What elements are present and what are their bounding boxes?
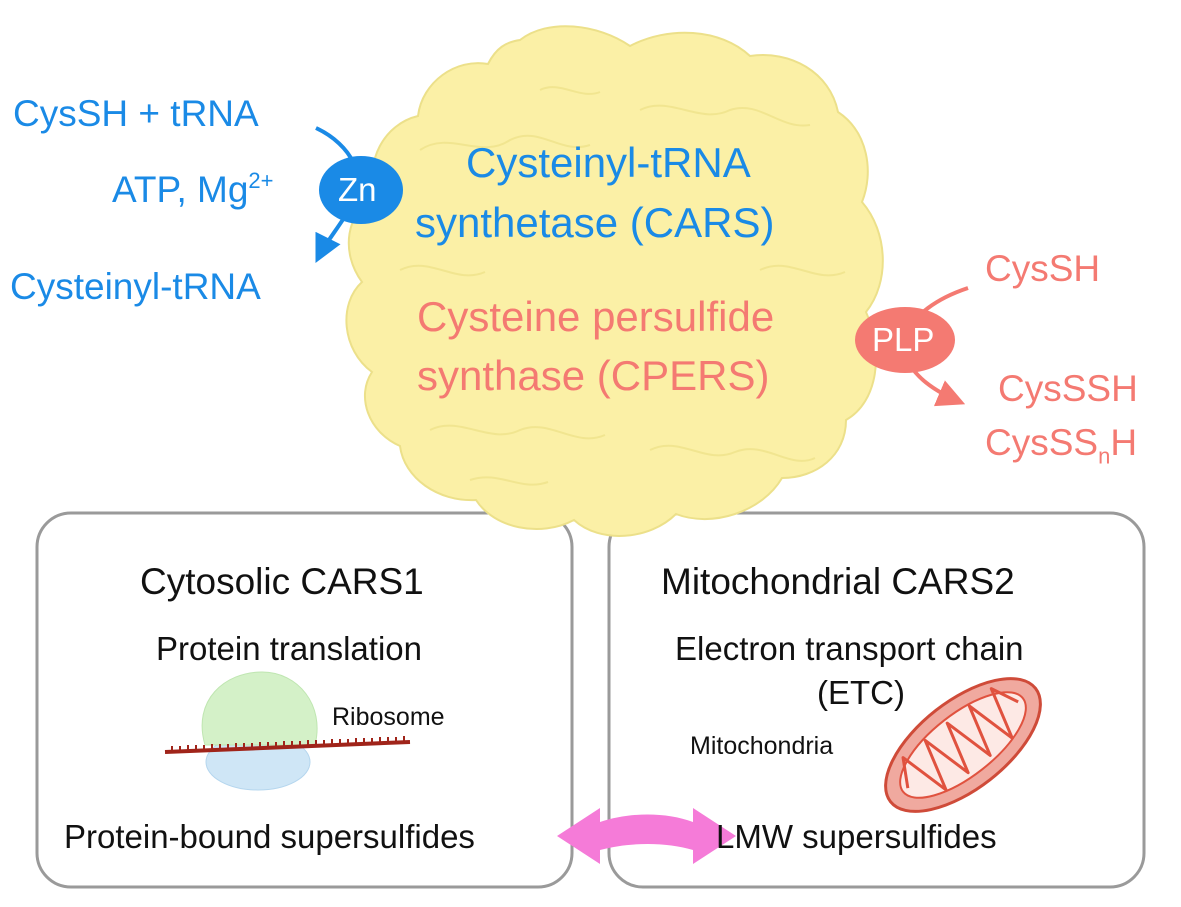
cytosolic-title: Cytosolic CARS1 — [140, 561, 424, 602]
zinc-badge-label: Zn — [338, 171, 377, 208]
cpers-product2-base: CysSS — [985, 422, 1099, 463]
plp-badge — [855, 307, 955, 373]
enzyme-activity-line1: Cysteine persulfide — [417, 293, 775, 340]
mitochondrial-title: Mitochondrial CARS2 — [661, 561, 1015, 602]
cpers-product2-subscript: n — [1098, 443, 1111, 469]
enzyme-activity-line2: synthase (CPERS) — [417, 352, 770, 399]
cpers-substrate-label: CysSH — [985, 248, 1101, 289]
cytosolic-outcome: Protein-bound supersulfides — [64, 818, 475, 855]
cars-cofactor-text: ATP, Mg — [112, 169, 249, 210]
ribosome-icon — [164, 671, 411, 791]
mitochondrial-role-line2: (ETC) — [817, 674, 905, 711]
cars-cofactor-label: ATP, Mg2+ — [112, 168, 274, 210]
plp-badge-label: PLP — [872, 321, 935, 358]
mitochondrial-role-line1: Electron transport chain — [675, 630, 1024, 667]
cars-cofactor-charge: 2+ — [248, 168, 274, 193]
cpers-product2-end: H — [1110, 422, 1138, 463]
enzyme-blob-icon — [345, 25, 884, 537]
cpers-product1-label: CysSSH — [998, 368, 1138, 409]
cytosolic-role: Protein translation — [156, 630, 422, 667]
enzyme-name-line1: Cysteinyl-tRNA — [466, 139, 751, 186]
ribosome-label: Ribosome — [332, 703, 445, 731]
zinc-badge — [319, 156, 403, 224]
mitochondria-label: Mitochondria — [690, 732, 834, 760]
double-arrow-icon — [557, 808, 736, 864]
cars-substrate-label: CysSH + tRNA — [13, 93, 259, 134]
mitochondrial-outcome: LMW supersulfides — [716, 818, 997, 855]
mitochondria-icon — [884, 677, 1042, 813]
cars-product-label: Cysteinyl-tRNA — [10, 266, 261, 307]
cpers-product2-label: CysSSnH — [985, 424, 1137, 467]
enzyme-name-line2: synthetase (CARS) — [415, 199, 775, 246]
mitochondrial-box — [607, 511, 1146, 889]
